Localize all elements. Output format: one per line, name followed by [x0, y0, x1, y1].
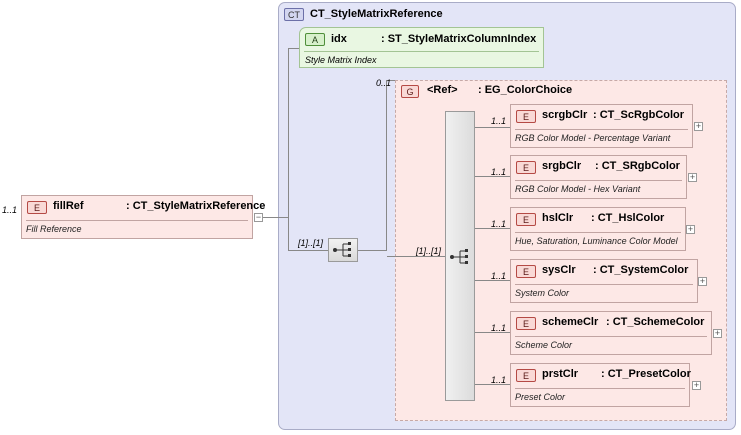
element-description: RGB Color Model - Percentage Variant	[515, 133, 671, 143]
element-hslclr[interactable]: E hslClr : CT_HslColor Hue, Saturation, …	[510, 207, 686, 251]
choice-compositor[interactable]	[445, 111, 475, 401]
separator	[515, 232, 681, 233]
separator	[515, 180, 682, 181]
choice-icon	[450, 249, 468, 264]
child-multiplicity: 1..1	[491, 271, 507, 281]
element-name: scrgbClr	[542, 109, 588, 121]
expand-toggle[interactable]: +	[698, 276, 707, 286]
group-name: : EG_ColorChoice	[478, 84, 573, 96]
separator	[304, 51, 539, 52]
element-name: srgbClr	[542, 160, 582, 172]
attribute-idx[interactable]: A idx : ST_StyleMatrixColumnIndex Style …	[299, 27, 544, 68]
element-description: RGB Color Model - Hex Variant	[515, 184, 641, 194]
sequence-compositor[interactable]	[328, 238, 358, 262]
sequence-icon	[333, 242, 351, 257]
element-description: System Color	[515, 288, 570, 298]
attribute-name: idx	[331, 33, 347, 45]
element-description: Hue, Saturation, Luminance Color Model	[515, 236, 678, 246]
attribute-type: : ST_StyleMatrixColumnIndex	[381, 33, 537, 45]
element-type: : CT_ScRgbColor	[593, 109, 685, 121]
connector-line	[386, 80, 387, 251]
element-sysclr[interactable]: E sysClr : CT_SystemColor System Color	[510, 259, 698, 303]
expand-toggle[interactable]: +	[692, 380, 701, 390]
element-type: : CT_PresetColor	[601, 368, 691, 380]
connector-line	[475, 384, 510, 385]
expand-toggle[interactable]: +	[688, 172, 697, 182]
element-badge: E	[516, 213, 536, 226]
complex-type-badge: CT	[284, 8, 304, 21]
element-type: : CT_SchemeColor	[606, 316, 705, 328]
element-badge: E	[516, 317, 536, 330]
separator	[26, 220, 248, 221]
element-name: sysClr	[542, 264, 576, 276]
attribute-description: Style Matrix Index	[305, 55, 377, 65]
element-type: : CT_SystemColor	[593, 264, 689, 276]
connector-line	[475, 127, 510, 128]
element-badge: E	[516, 265, 536, 278]
group-badge: G	[401, 85, 419, 98]
separator	[515, 284, 693, 285]
sequence-multiplicity: [1]..[1]	[298, 238, 324, 248]
connector-line	[475, 280, 510, 281]
expand-toggle[interactable]: +	[713, 328, 722, 338]
connector-line	[475, 176, 510, 177]
separator	[515, 336, 707, 337]
group-ref-label: <Ref>	[427, 84, 458, 96]
element-name: fillRef	[53, 200, 84, 212]
child-multiplicity: 1..1	[491, 323, 507, 333]
element-badge: E	[516, 369, 536, 382]
expand-toggle[interactable]: +	[686, 224, 695, 234]
child-multiplicity: 1..1	[491, 167, 507, 177]
element-type: : CT_SRgbColor	[595, 160, 680, 172]
separator	[515, 388, 685, 389]
element-prstclr[interactable]: E prstClr : CT_PresetColor Preset Color	[510, 363, 691, 407]
connector-line	[387, 256, 445, 257]
child-multiplicity: 1..1	[491, 219, 507, 229]
element-type: : CT_HslColor	[591, 212, 665, 224]
element-description: Fill Reference	[26, 224, 82, 234]
element-srgbclr[interactable]: E srgbClr : CT_SRgbColor RGB Color Model…	[510, 155, 687, 199]
child-multiplicity: 1..1	[491, 116, 507, 126]
connector-line	[288, 48, 289, 250]
element-name: prstClr	[542, 368, 579, 380]
element-badge: E	[516, 110, 536, 123]
element-type: : CT_StyleMatrixReference	[126, 200, 266, 212]
element-description: Preset Color	[515, 392, 566, 402]
element-scrgbclr[interactable]: E scrgbClr : CT_ScRgbColor RGB Color Mod…	[510, 104, 693, 148]
attribute-badge: A	[305, 33, 325, 46]
complex-type-title: CT_StyleMatrixReference	[310, 8, 443, 20]
connector-line	[263, 217, 288, 218]
connector-line	[386, 80, 395, 81]
choice-multiplicity: [1]..[1]	[416, 246, 442, 256]
separator	[515, 129, 688, 130]
connector-line	[358, 250, 386, 251]
element-badge: E	[27, 201, 47, 214]
child-multiplicity: 1..1	[491, 375, 507, 385]
element-description: Scheme Color	[515, 340, 573, 350]
expand-toggle[interactable]: +	[694, 121, 703, 131]
connector-line	[475, 228, 510, 229]
root-multiplicity: 1..1	[2, 205, 18, 215]
element-name: hslClr	[542, 212, 574, 224]
element-name: schemeClr	[542, 316, 599, 328]
connector-line	[288, 48, 300, 49]
connector-line	[288, 250, 328, 251]
element-schemeclr[interactable]: E schemeClr : CT_SchemeColor Scheme Colo…	[510, 311, 712, 355]
group-multiplicity: 0..1	[376, 78, 392, 88]
connector-line	[475, 332, 510, 333]
collapse-toggle[interactable]: −	[254, 212, 263, 222]
root-element-fillref[interactable]: E fillRef : CT_StyleMatrixReference Fill…	[21, 195, 265, 239]
element-badge: E	[516, 161, 536, 174]
